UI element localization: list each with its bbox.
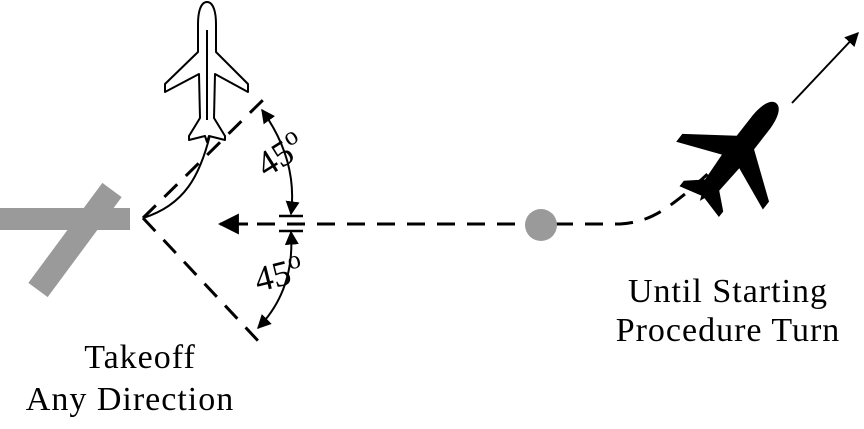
- until-label-line2: Procedure Turn: [616, 312, 841, 349]
- upper-angle-arc: [261, 108, 300, 216]
- upper-angle-label: 45o: [246, 121, 311, 185]
- airplane-solid-icon: [676, 101, 779, 218]
- svg-text:45o: 45o: [249, 244, 307, 300]
- airplane-outline-icon: [164, 1, 249, 143]
- until-label-line1: Until Starting: [628, 273, 828, 310]
- climb-path: [142, 134, 211, 219]
- lower-angle-label: 45o: [249, 244, 307, 300]
- outbound-course: [555, 168, 714, 226]
- fix-icon: [525, 209, 557, 241]
- takeoff-label-line2: Any Direction: [26, 381, 234, 418]
- heading-arrow: [791, 31, 859, 104]
- takeoff-label-line1: Takeoff: [84, 339, 196, 376]
- runway-icon: [0, 182, 130, 298]
- lower-boundary-line: [141, 216, 264, 347]
- svg-text:45o: 45o: [246, 121, 311, 185]
- lower-angle-arc: [257, 230, 299, 330]
- angle-arcs: [257, 108, 303, 330]
